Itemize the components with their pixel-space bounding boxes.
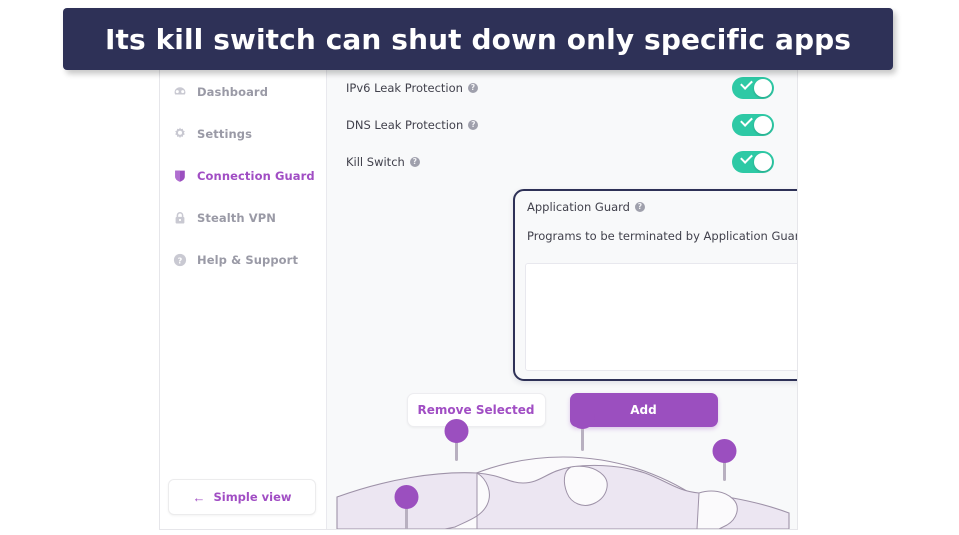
globe-svg <box>336 409 790 529</box>
sidebar: Dashboard Settings <box>160 61 327 529</box>
globe-illustration <box>327 409 797 529</box>
sidebar-item-label: Connection Guard <box>197 169 315 183</box>
toggle-ipv6-leak-protection[interactable] <box>732 77 774 99</box>
vpn-app-window: Dashboard Settings <box>159 60 798 530</box>
check-icon <box>740 151 753 164</box>
arrow-left-icon: ← <box>192 489 206 505</box>
question-circle-icon: ? <box>171 252 188 269</box>
add-button[interactable]: Add <box>569 393 718 427</box>
simple-view-label: Simple view <box>213 490 292 504</box>
annotation-banner: Its kill switch can shut down only speci… <box>63 8 893 70</box>
help-icon[interactable]: ? <box>468 120 479 130</box>
application-guard-card: Application Guard ? Programs to be termi… <box>513 189 797 381</box>
sidebar-item-dashboard[interactable]: Dashboard <box>160 79 326 105</box>
sidebar-item-label: Help & Support <box>197 253 299 267</box>
annotation-banner-text: Its kill switch can shut down only speci… <box>104 22 852 56</box>
lock-icon <box>171 210 188 227</box>
toggle-knob <box>754 79 772 97</box>
toggle-kill-switch[interactable] <box>732 151 774 173</box>
sidebar-item-help-support[interactable]: ? Help & Support <box>160 247 326 273</box>
setting-label-text: Application Guard <box>527 200 630 214</box>
help-icon[interactable]: ? <box>634 202 645 212</box>
check-icon <box>740 77 753 90</box>
simple-view-button[interactable]: ← Simple view <box>168 479 316 515</box>
sidebar-item-connection-guard[interactable]: Connection Guard <box>160 163 326 189</box>
setting-label: IPv6 Leak Protection ? <box>346 81 478 95</box>
sidebar-item-label: Stealth VPN <box>197 211 277 225</box>
sidebar-item-settings[interactable]: Settings <box>160 121 326 147</box>
check-icon <box>740 114 753 127</box>
toggle-dns-leak-protection[interactable] <box>732 114 774 136</box>
gear-icon <box>171 126 188 143</box>
setting-label-text: Kill Switch <box>346 155 405 169</box>
map-pin <box>712 439 737 481</box>
map-pin <box>394 485 419 529</box>
setting-label-text: DNS Leak Protection <box>346 118 464 132</box>
remove-selected-button[interactable]: Remove Selected <box>406 393 546 427</box>
application-guard-header: Application Guard ? <box>515 191 797 217</box>
application-guard-program-list[interactable] <box>525 263 797 371</box>
setting-row-dns-leak-protection: DNS Leak Protection ? <box>327 112 797 138</box>
setting-row-kill-switch: Kill Switch ? <box>327 149 797 175</box>
content-area: IPv6 Leak Protection ? DNS Leak Protecti… <box>327 61 797 529</box>
application-guard-description: Programs to be terminated by Application… <box>527 229 797 243</box>
setting-label: Kill Switch ? <box>346 155 420 169</box>
sidebar-item-stealth-vpn[interactable]: Stealth VPN <box>160 205 326 231</box>
svg-text:?: ? <box>177 256 182 265</box>
setting-row-ipv6-leak-protection: IPv6 Leak Protection ? <box>327 75 797 101</box>
help-icon[interactable]: ? <box>409 157 420 167</box>
dashboard-icon <box>171 84 188 101</box>
setting-label-text: IPv6 Leak Protection <box>346 81 463 95</box>
setting-label: DNS Leak Protection ? <box>346 118 479 132</box>
sidebar-item-label: Settings <box>197 127 253 141</box>
toggle-knob <box>754 116 772 134</box>
setting-label: Application Guard ? <box>527 200 645 214</box>
sidebar-nav: Dashboard Settings <box>160 79 326 289</box>
sidebar-item-label: Dashboard <box>197 85 269 99</box>
shield-icon <box>171 168 188 185</box>
settings-list: IPv6 Leak Protection ? DNS Leak Protecti… <box>327 75 797 186</box>
help-icon[interactable]: ? <box>467 83 478 93</box>
action-button-row: Remove Selected Add <box>327 393 797 427</box>
toggle-knob <box>754 153 772 171</box>
